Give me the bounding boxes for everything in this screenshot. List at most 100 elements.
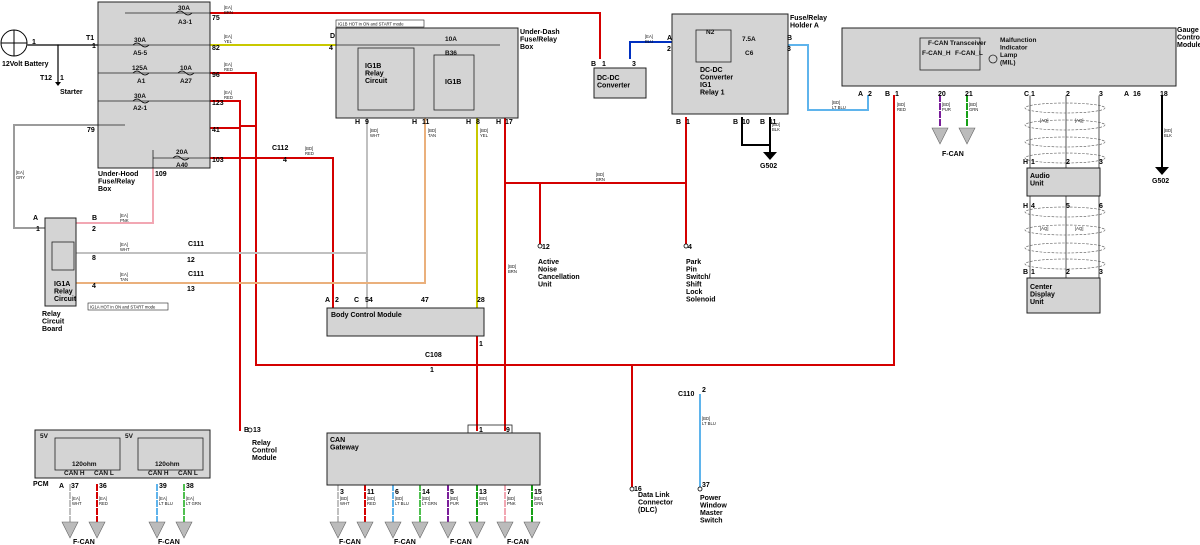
wire-tag: [BD]GRN xyxy=(534,496,543,506)
wire-tag: [BD]TAN xyxy=(428,128,436,138)
wire-tag: [EA]LT GRN xyxy=(186,496,201,506)
wire-red-96 xyxy=(209,72,257,366)
pin-ud-11: 11 xyxy=(422,119,430,126)
pin-fh-2: 2 xyxy=(667,46,671,53)
fuse-a3-1-amp: 30A xyxy=(178,5,190,12)
pin-bcm-54: 54 xyxy=(365,297,373,304)
connector-c108: C108 xyxy=(425,352,442,359)
wire-red-c108 xyxy=(255,95,895,366)
pin-au-2: 2 xyxy=(1066,159,1070,166)
pin-gw-13: 13 xyxy=(479,489,487,496)
pin-anc-12: 12 xyxy=(542,244,550,251)
pin-g-2b: 2 xyxy=(1066,91,1070,98)
wire-tag: [BD]LT BLU xyxy=(395,496,409,506)
fuse-c6-amp: 7.5A xyxy=(742,36,756,43)
pin-bat1: 1 xyxy=(32,39,36,46)
bcm-label: Body Control Module xyxy=(331,312,402,319)
ig1b-note-box xyxy=(335,19,425,28)
wire-tag: [BD]LT BLU xyxy=(702,416,716,426)
pin-gw-1: 1 xyxy=(479,427,483,434)
ground-g502-b-icon xyxy=(1155,167,1169,175)
wire-tag: [BD]PNK xyxy=(507,496,516,506)
wire-tag: [EA]TAN xyxy=(120,272,128,282)
wire-tag: [EA]GRY xyxy=(16,170,25,180)
connector-t12: T12 xyxy=(40,75,52,82)
fcan-terminals-bottom xyxy=(61,521,541,539)
pin-dc-1: 1 xyxy=(602,61,606,68)
g502-b-label: G502 xyxy=(1152,178,1169,185)
wire-tag: [BD]RED xyxy=(897,102,906,112)
pin-g-18: 18 xyxy=(1160,91,1168,98)
pin-g-1: 1 xyxy=(895,91,899,98)
pin-g-B1: B xyxy=(885,91,890,98)
fcan-label-1: F-CAN xyxy=(73,539,95,545)
battery-label: 12Volt Battery xyxy=(2,61,49,68)
wire-tag: [EA]RED xyxy=(99,496,108,506)
pin-ud-H1: H xyxy=(355,119,360,126)
fuse-a2-1-id: A2-1 xyxy=(133,105,147,112)
fuse-a2-1-amp: 30A xyxy=(134,93,146,100)
wire-blue xyxy=(629,41,673,59)
wire-tag: [EA]BRN xyxy=(224,5,233,15)
fcan-label-2: F-CAN xyxy=(158,539,180,545)
wire-tag: [BD]RED xyxy=(305,146,314,156)
pin-dlc-16: 16 xyxy=(634,486,642,493)
fcan-terminal-icon xyxy=(411,521,429,539)
pin-g-A2: A xyxy=(1124,91,1129,98)
wire-tag: [EA]BLU xyxy=(645,34,653,44)
wire-black-g502 xyxy=(741,117,771,153)
fcan-label-6: F-CAN xyxy=(507,539,529,545)
wire-tag: [EA]YEL xyxy=(224,34,233,44)
wire-tag: [BD]BLK xyxy=(1164,128,1172,138)
ig1b-note: IG1B HOT in ON and START mode xyxy=(338,22,404,27)
pin-au-1: 1 xyxy=(1031,159,1035,166)
pin-ud-H4: H xyxy=(496,119,501,126)
pin-rcm-B: B xyxy=(244,427,249,434)
pin-au-5: 5 xyxy=(1066,203,1070,210)
fcan-terminal-icon xyxy=(61,521,79,539)
pin-rb-2: 2 xyxy=(92,226,96,233)
pin-dc-3: 3 xyxy=(632,61,636,68)
wire-tag: [AQ] xyxy=(1040,226,1048,231)
wire-tag: [BD]GRN xyxy=(479,496,488,506)
pin-bcm-A: A xyxy=(325,297,330,304)
pin-pcm-38: 38 xyxy=(186,483,194,490)
pin-au-3: 3 xyxy=(1099,159,1103,166)
pin-g-C: C xyxy=(1024,91,1029,98)
pin-g-A: A xyxy=(858,91,863,98)
fcan-label-4: F-CAN xyxy=(394,539,416,545)
dlc-terminal xyxy=(629,486,635,492)
wire-tag: [BD]RED xyxy=(367,496,376,506)
fcan-terminal-icon xyxy=(496,521,514,539)
connector-c112: C112 xyxy=(272,145,288,152)
g502-a-label: G502 xyxy=(760,163,777,170)
pin-t12-1: 1 xyxy=(60,75,64,82)
fcan-label-gauge: F-CAN xyxy=(942,151,964,158)
pcm-canh-b: CAN H xyxy=(148,470,169,477)
fcan-terminal-icon xyxy=(468,521,486,539)
pin-pcm-37: 37 xyxy=(71,483,79,490)
pcm-120ohm-a: 120ohm xyxy=(72,461,97,468)
wire-tag: [BD]BLK xyxy=(772,122,780,132)
pin-g-3: 3 xyxy=(1099,91,1103,98)
fcan-terminal-icon xyxy=(148,521,166,539)
pin-rb-8: 8 xyxy=(92,255,96,262)
pin-bcm-C: C xyxy=(354,297,359,304)
under-hood-fuse-box xyxy=(97,1,211,169)
anc-terminal xyxy=(537,243,543,249)
pin-bcm-2: 2 xyxy=(335,297,339,304)
fuse-a40-id: A40 xyxy=(176,162,188,169)
wire-tags: [EA]BRN [EA]YEL [EA]RED [EA]RED [EA]GRY … xyxy=(16,5,1172,506)
pin-c112-4: 4 xyxy=(283,157,287,164)
fuse-a5-5-amp: 30A xyxy=(134,37,146,44)
pin-uh-82: 82 xyxy=(212,45,220,52)
pin-rb-4: 4 xyxy=(92,283,96,290)
